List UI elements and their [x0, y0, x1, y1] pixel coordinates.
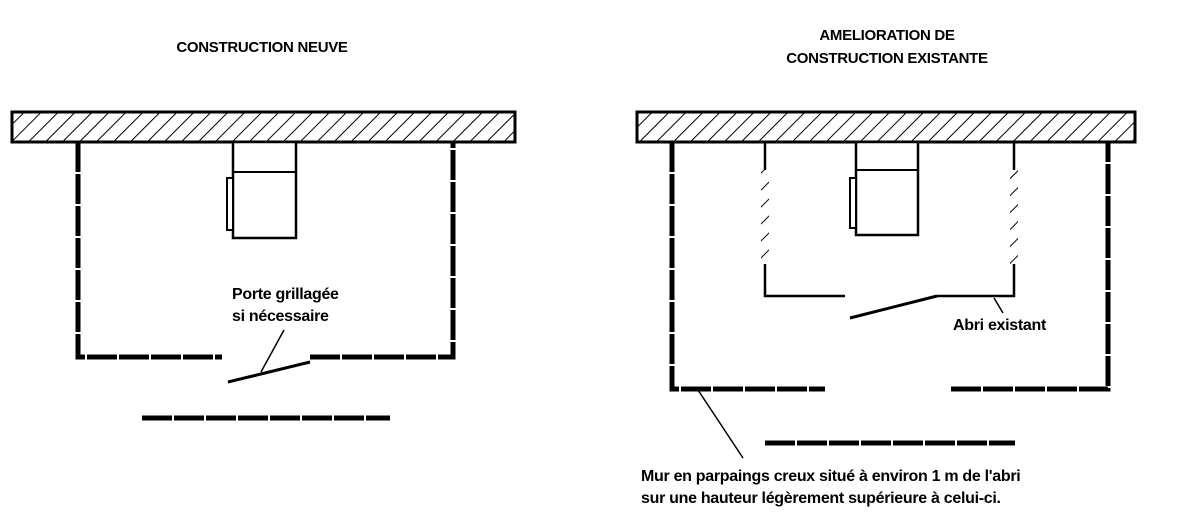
- door-leader: [260, 329, 285, 373]
- appliance-icon: [849, 140, 920, 237]
- block-wall: [669, 142, 1111, 392]
- door-label-line2: si nécessaire: [232, 308, 329, 325]
- wall-leader: [697, 389, 744, 459]
- shelter-door: [849, 294, 938, 320]
- appliance-icon: [226, 140, 298, 240]
- wall-note-line1: Mur en parpaings creux situé à environ 1…: [641, 468, 1020, 485]
- existing-building-wall: [10, 110, 517, 144]
- shelter-leader: [993, 297, 1004, 314]
- new-construction-panel: CONSTRUCTION NEUVE Porte grillagée si né…: [10, 39, 517, 421]
- mesh-door: [227, 360, 311, 384]
- existing-construction-panel: AMELIORATION DE CONSTRUCTION EXISTANTE A…: [635, 27, 1137, 507]
- right-title-line1: AMELIORATION DE: [819, 27, 955, 44]
- existing-building-wall: [635, 110, 1137, 144]
- shelter-label: Abri existant: [953, 317, 1047, 334]
- right-title-line2: CONSTRUCTION EXISTANTE: [786, 50, 988, 67]
- left-title: CONSTRUCTION NEUVE: [176, 39, 348, 56]
- existing-shelter: [761, 142, 1018, 298]
- enclosure-wall: [75, 142, 456, 360]
- wall-note-line2: sur une hauteur légèrement supérieure à …: [641, 490, 1001, 507]
- door-label-line1: Porte grillagée: [232, 286, 339, 303]
